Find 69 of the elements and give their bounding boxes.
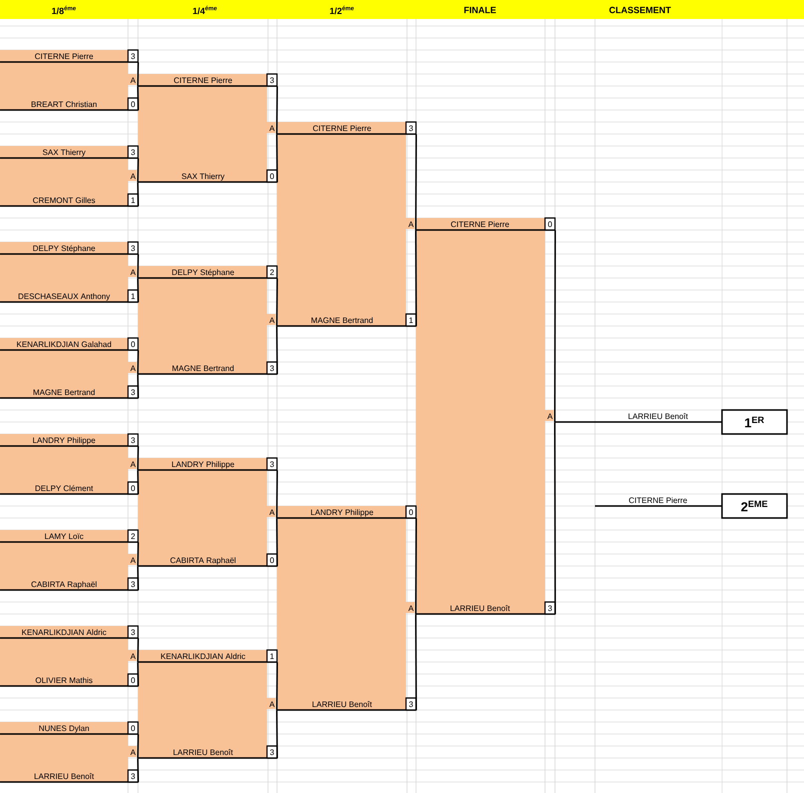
bracket-line xyxy=(554,230,556,422)
score-box: 2 xyxy=(127,529,139,543)
bracket-line xyxy=(137,62,139,86)
bracket-line xyxy=(276,278,278,326)
bracket-line xyxy=(276,470,278,518)
bracket-line xyxy=(276,710,278,758)
column-heading: 1/4$^{éme}$ xyxy=(193,6,217,14)
score-box: 3 xyxy=(127,433,139,447)
bracket-line xyxy=(276,134,278,182)
rank-box: 1$^{ER}$ xyxy=(721,409,788,435)
score-box: 3 xyxy=(266,73,278,87)
score-box: 2 xyxy=(266,265,278,279)
bracket-line xyxy=(276,86,278,134)
column-heading: 1/2$^{éme}$ xyxy=(330,6,354,14)
bracket-line xyxy=(137,542,139,566)
score-box: 0 xyxy=(405,505,417,519)
player-name: LARRIEU Benoît xyxy=(555,413,722,423)
score-box: 0 xyxy=(127,481,139,495)
score-box: 0 xyxy=(544,217,556,231)
bracket-line xyxy=(276,326,278,374)
score-box: 0 xyxy=(127,97,139,111)
score-box: 1 xyxy=(266,649,278,663)
bracket-line xyxy=(137,638,139,662)
score-box: 3 xyxy=(127,577,139,591)
bracket-line xyxy=(137,470,139,494)
score-box: 0 xyxy=(127,673,139,687)
bracket-line xyxy=(137,734,139,758)
score-box: 0 xyxy=(266,169,278,183)
bracket-line xyxy=(137,758,139,782)
score-box: 1 xyxy=(127,193,139,207)
bracket-line xyxy=(276,662,278,710)
score-box: 1 xyxy=(127,289,139,303)
column-heading: CLASSEMENT xyxy=(609,6,671,14)
bracket-line xyxy=(137,662,139,686)
score-box: 3 xyxy=(127,145,139,159)
score-box: 3 xyxy=(405,697,417,711)
score-box: 0 xyxy=(127,337,139,351)
score-box: 3 xyxy=(127,241,139,255)
score-box: 0 xyxy=(127,721,139,735)
bracket-line xyxy=(137,446,139,470)
player-name: CITERNE Pierre xyxy=(595,497,722,507)
score-box: 3 xyxy=(127,625,139,639)
score-box: 0 xyxy=(266,553,278,567)
column-heading: 1/8$^{éme}$ xyxy=(52,6,76,14)
score-box: 3 xyxy=(266,361,278,375)
bracket-line xyxy=(137,350,139,374)
score-box: 1 xyxy=(405,313,417,327)
bracket-line xyxy=(415,134,417,230)
score-box: 3 xyxy=(266,457,278,471)
bracket-line xyxy=(415,614,417,710)
score-box: 3 xyxy=(544,601,556,615)
bracket-line xyxy=(137,278,139,302)
column-heading: FINALE xyxy=(464,6,496,14)
bracket-line xyxy=(415,518,417,614)
bracket-line xyxy=(137,374,139,398)
bracket-line xyxy=(554,422,556,614)
score-box: 3 xyxy=(266,745,278,759)
bracket-line xyxy=(137,182,139,206)
bracket-line xyxy=(415,230,417,326)
bracket-line xyxy=(276,518,278,566)
score-box: 3 xyxy=(405,121,417,135)
rank-box: 2$^{EME}$ xyxy=(721,493,788,519)
score-box: 3 xyxy=(127,49,139,63)
bracket-line xyxy=(137,86,139,110)
score-box: 3 xyxy=(127,769,139,783)
bracket-line xyxy=(137,254,139,278)
score-box: 3 xyxy=(127,385,139,399)
bracket-line xyxy=(137,566,139,590)
bracket-line xyxy=(137,158,139,182)
